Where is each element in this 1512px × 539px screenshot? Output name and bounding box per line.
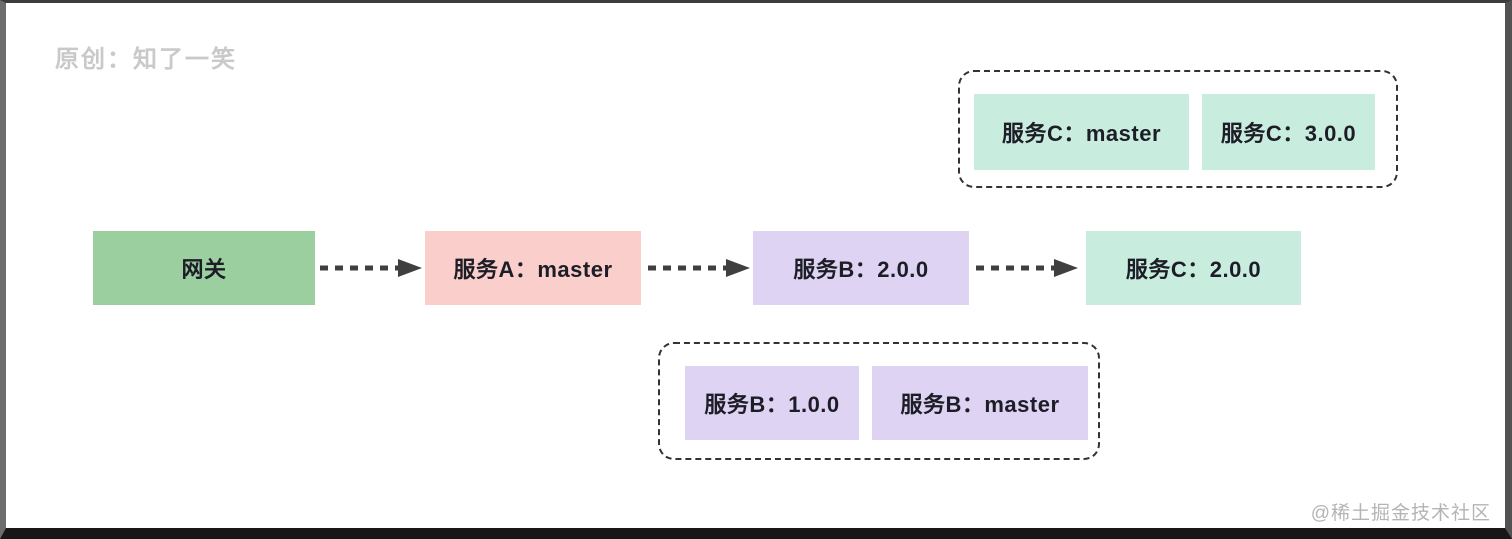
author-watermark: 原创：知了一笑 [55,46,237,73]
service-b-master-node: 服务B：master [872,366,1088,440]
dashed-arrow-icon [648,259,750,277]
service-c-3-0-0-node: 服务C：3.0.0 [1202,94,1375,170]
service-c-master-node: 服务C：master [974,94,1189,170]
service-c-pool-group: 服务C：master 服务C：3.0.0 [958,70,1398,188]
service-c-2-0-0-node: 服务C：2.0.0 [1086,231,1301,305]
arrow-service-b-to-service-c [974,257,1080,279]
dashed-arrow-icon [976,259,1078,277]
service-b-1-0-0-node: 服务B：1.0.0 [685,366,859,440]
arrow-gateway-to-service-a [318,257,424,279]
arrow-service-a-to-service-b [646,257,752,279]
service-b-pool-group: 服务B：1.0.0 服务B：master [658,342,1100,460]
dashed-arrow-icon [320,259,422,277]
gateway-node: 网关 [93,231,315,305]
community-watermark: @稀土掘金技术社区 [1310,503,1491,524]
service-a-master-node: 服务A：master [425,231,641,305]
service-b-2-0-0-node: 服务B：2.0.0 [753,231,969,305]
